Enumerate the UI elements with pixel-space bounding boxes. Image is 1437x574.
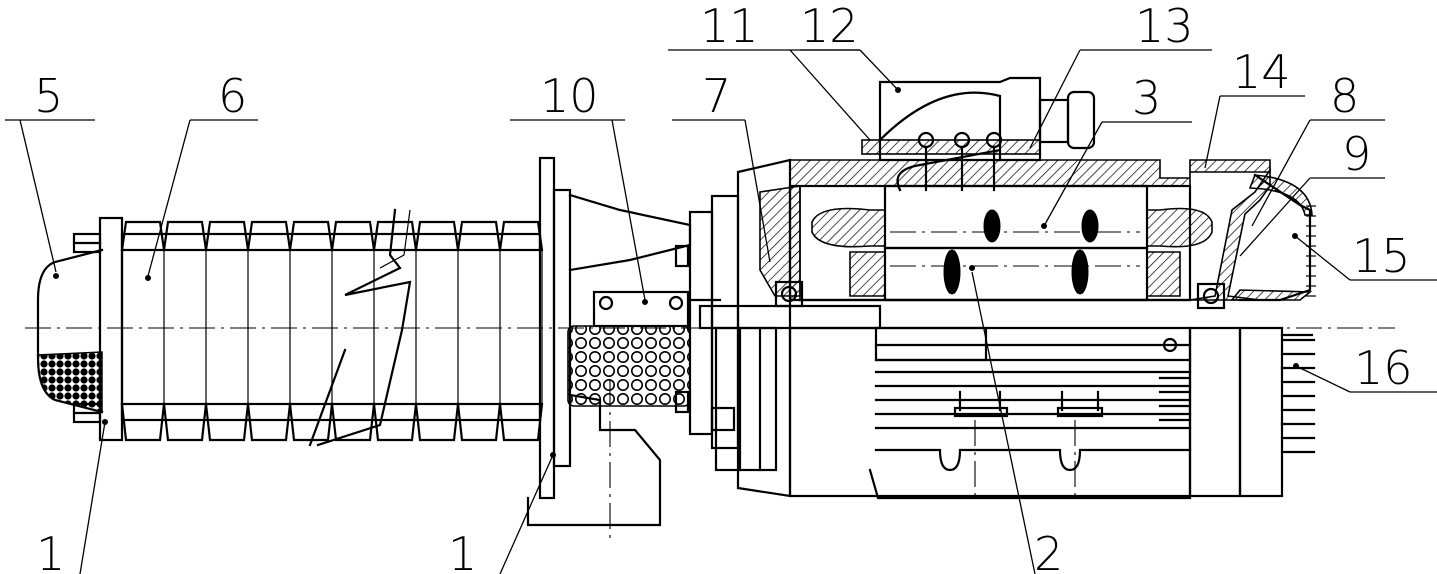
suction-strainer-head (36, 232, 104, 424)
coupling-lantern (567, 290, 722, 407)
callout-1-left: 1 (36, 527, 65, 574)
callout-leaders (5, 49, 1437, 574)
callout-6: 6 (218, 69, 247, 123)
callout-2: 2 (1034, 527, 1063, 574)
callout-9: 9 (1342, 127, 1371, 181)
callout-3: 3 (1132, 71, 1161, 125)
callout-16: 16 (1354, 341, 1413, 395)
rotor (849, 231, 1181, 302)
callout-anchor-dots (53, 87, 1299, 458)
pump-stage-stack (98, 208, 544, 447)
callout-14: 14 (1232, 45, 1291, 99)
terminal-box (861, 76, 1096, 192)
callout-8: 8 (1330, 69, 1359, 123)
motor-body-external (788, 326, 1192, 500)
stator-winding (811, 184, 1213, 250)
callout-13: 13 (1135, 0, 1194, 53)
callout-labels: 5 6 10 7 11 12 13 3 14 8 9 15 16 1 1 2 (34, 0, 1413, 574)
callout-12: 12 (800, 0, 859, 53)
callout-7: 7 (702, 69, 731, 123)
callout-1-right: 1 (448, 527, 477, 574)
mounting-flange (526, 156, 692, 540)
callout-15: 15 (1352, 229, 1411, 283)
callout-11: 11 (700, 0, 759, 53)
callout-5: 5 (34, 69, 63, 123)
callout-10: 10 (540, 69, 599, 123)
